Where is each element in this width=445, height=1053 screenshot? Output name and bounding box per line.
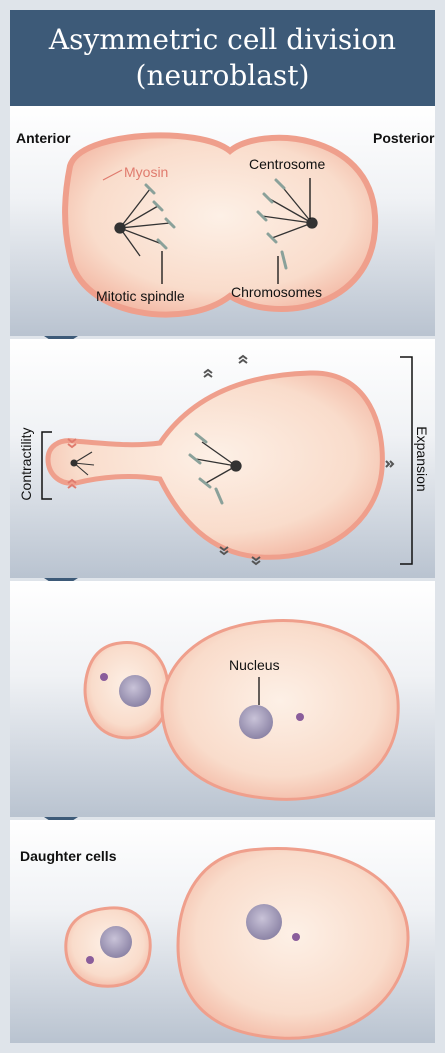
large-mother-cell: [162, 621, 398, 800]
mitotic-spindle-label: Mitotic spindle: [96, 288, 185, 304]
contractility-label: Contractility: [18, 424, 34, 504]
metaphase-illustration: [10, 106, 435, 336]
large-daughter-dot: [292, 933, 300, 941]
small-nucleus: [119, 675, 151, 707]
diagram-title: Asymmetric cell division (neuroblast): [10, 10, 435, 94]
small-daughter-dot: [86, 956, 94, 964]
expansion-bracket: [400, 357, 412, 564]
centrosome-label: Centrosome: [249, 156, 325, 172]
large-centrosome-dot: [296, 713, 304, 721]
small-daughter-nucleus: [100, 926, 132, 958]
large-nucleus: [239, 705, 273, 739]
stage-metaphase-panel: Anterior Posterior Myosin Centrosome Mit…: [10, 106, 435, 336]
myosin-label: Myosin: [124, 164, 168, 180]
title-banner: Asymmetric cell division (neuroblast): [10, 10, 435, 106]
stage-telophase-panel: Nucleus: [10, 581, 435, 817]
nucleus-label: Nucleus: [229, 657, 280, 673]
posterior-label: Posterior: [373, 130, 434, 146]
elongating-cell: [48, 373, 382, 557]
title-line-2: (neuroblast): [10, 58, 435, 94]
anaphase-illustration: [10, 339, 435, 578]
small-centrosome-dot: [100, 673, 108, 681]
stage-anaphase-panel: Contractility Expansion: [10, 339, 435, 578]
daughter-cells-label: Daughter cells: [20, 848, 116, 864]
anterior-label: Anterior: [16, 130, 70, 146]
stage-daughter-cells-panel: Daughter cells: [10, 820, 435, 1043]
expansion-label: Expansion: [414, 419, 430, 499]
large-daughter-nucleus: [246, 904, 282, 940]
large-daughter-cell: [178, 848, 408, 1038]
telophase-illustration: [10, 581, 435, 817]
chromosomes-label: Chromosomes: [231, 284, 322, 300]
title-line-1: Asymmetric cell division: [10, 22, 435, 58]
